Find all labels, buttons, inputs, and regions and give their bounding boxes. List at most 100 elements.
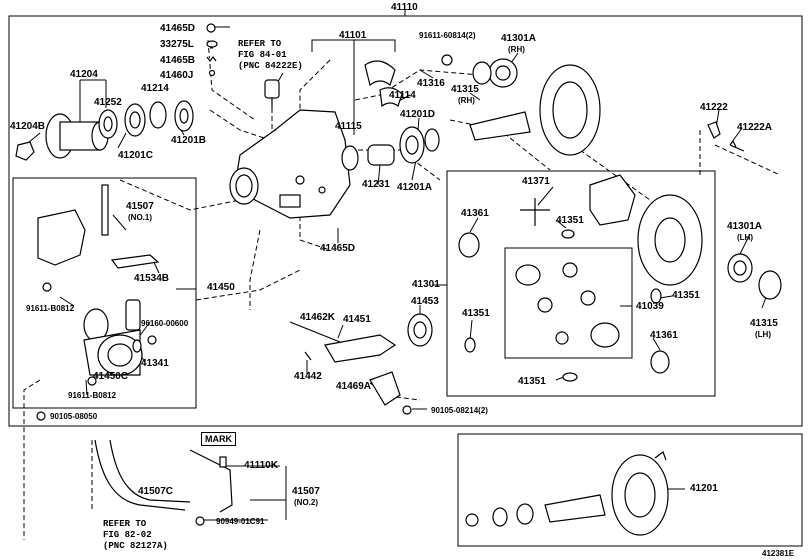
label-41371: 41371 bbox=[522, 176, 550, 187]
label-41451: 41451 bbox=[343, 314, 371, 325]
bearing-41201D-icon bbox=[424, 128, 440, 152]
bolt-90949-icon bbox=[195, 516, 205, 526]
bolt-91611-B0812-b-icon bbox=[87, 376, 97, 386]
sensor-icon bbox=[264, 79, 280, 99]
refer-top-line3: (PNC 84222E) bbox=[238, 61, 303, 71]
diff-case-icon bbox=[589, 174, 703, 286]
label-41315-lh: 41315 bbox=[750, 318, 778, 329]
pinion-shaft-icon bbox=[544, 494, 606, 523]
nut-41201-set-icon bbox=[465, 513, 479, 527]
label-41231: 41231 bbox=[362, 179, 390, 190]
box-41039 bbox=[504, 247, 633, 359]
label-41462K: 41462K bbox=[300, 312, 336, 323]
label-41301A-lh: 41301A bbox=[727, 221, 763, 232]
bearing-41315-lh-icon bbox=[758, 270, 782, 300]
spacer-41231-icon bbox=[367, 144, 395, 166]
label-41110K: 41110K bbox=[244, 460, 278, 471]
spring-41465B-icon bbox=[206, 56, 217, 62]
label-41361-b: 41361 bbox=[650, 330, 678, 341]
box-41301 bbox=[446, 170, 716, 397]
label-41351-d: 41351 bbox=[518, 376, 546, 387]
bolt-91611-B0812-a-icon bbox=[42, 282, 52, 292]
label-41507-no1: 41507 bbox=[126, 201, 154, 212]
label-41214: 41214 bbox=[141, 83, 169, 94]
ring-41115-icon bbox=[341, 145, 359, 171]
label-41534B: 41534B bbox=[134, 273, 170, 284]
bearing-cap-icon bbox=[364, 60, 396, 87]
label-41316: 41316 bbox=[417, 78, 445, 89]
pinion-gear-icon bbox=[562, 262, 578, 278]
label-lh-1: (LH) bbox=[737, 233, 753, 242]
label-41204B: 41204B bbox=[10, 121, 46, 132]
label-no1: (NO.1) bbox=[128, 213, 152, 222]
carrier-housing-icon bbox=[229, 109, 351, 219]
label-41450C: 41450C bbox=[93, 371, 129, 382]
label-41201D: 41201D bbox=[400, 109, 436, 120]
label-91611-B0812-a: 91611-B0812 bbox=[26, 304, 75, 313]
label-41469A: 41469A bbox=[336, 381, 372, 392]
label-41361-a: 41361 bbox=[461, 208, 489, 219]
label-41450: 41450 bbox=[207, 282, 235, 293]
bolt-90105-08050-icon bbox=[36, 411, 46, 421]
label-41507C: 41507C bbox=[138, 486, 174, 497]
ring-gear-icon bbox=[469, 64, 601, 156]
fork-41451-icon bbox=[324, 334, 397, 363]
label-41453: 41453 bbox=[411, 296, 439, 307]
rod-41507-no2-icon bbox=[189, 449, 233, 513]
label-41301A-rh: 41301A bbox=[501, 33, 537, 44]
refer-bottom-line3: (PNC 82127A) bbox=[103, 541, 168, 551]
bolt-41465D-icon bbox=[206, 23, 216, 33]
pin-41442-icon bbox=[304, 351, 312, 361]
label-41442: 41442 bbox=[294, 371, 322, 382]
label-96160-00600: 96160-00600 bbox=[141, 319, 189, 328]
label-41341: 41341 bbox=[141, 358, 169, 369]
washer-41351-c-icon bbox=[464, 337, 476, 353]
pin-41507-icon bbox=[101, 184, 109, 236]
label-90105-08214: 90105-08214(2) bbox=[431, 406, 488, 415]
bolt-91611-icon bbox=[441, 54, 453, 66]
label-41222: 41222 bbox=[700, 102, 728, 113]
refer-top-line1: REFER TO bbox=[238, 39, 282, 49]
washer-41351-b-icon bbox=[650, 288, 662, 304]
label-rh-2: (RH) bbox=[458, 96, 475, 105]
sleeve-41453-icon bbox=[407, 313, 433, 347]
label-91611-60814: 91611-60814(2) bbox=[419, 31, 476, 40]
bracket-41534B-icon bbox=[110, 254, 160, 269]
label-90105-08050: 90105-08050 bbox=[50, 412, 98, 421]
label-41114: 41114 bbox=[389, 90, 416, 101]
label-41252: 41252 bbox=[94, 97, 122, 108]
label-41507-no2: 41507 bbox=[292, 486, 320, 497]
washer-41351-d-icon bbox=[562, 372, 578, 382]
companion-flange-icon bbox=[45, 113, 109, 159]
box-41201 bbox=[457, 433, 803, 547]
refer-top-line2: FIG 84-01 bbox=[238, 50, 287, 60]
label-41201C: 41201C bbox=[118, 150, 154, 161]
nut-41204B-icon bbox=[15, 141, 35, 161]
label-41465D-top: 41465D bbox=[160, 23, 196, 34]
label-no2: (NO.2) bbox=[294, 498, 318, 507]
label-41110: 41110 bbox=[391, 2, 418, 13]
box-41450 bbox=[12, 177, 197, 409]
bracket-41469A-icon bbox=[369, 371, 401, 406]
washer-41361-b-icon bbox=[650, 350, 670, 374]
label-41222A: 41222A bbox=[737, 122, 773, 133]
pin-41462K-icon bbox=[289, 321, 341, 343]
bolt-90105-08214-icon bbox=[402, 405, 412, 415]
label-lh-2: (LH) bbox=[755, 330, 771, 339]
label-41351-a: 41351 bbox=[556, 215, 584, 226]
label-41204: 41204 bbox=[70, 69, 98, 80]
label-41201: 41201 bbox=[690, 483, 718, 494]
label-41201A: 41201A bbox=[397, 182, 433, 193]
spider-41371-icon bbox=[520, 198, 550, 226]
washer-41351-a-icon bbox=[561, 229, 575, 239]
label-41465D-mid: 41465D bbox=[320, 243, 356, 254]
label-41115: 41115 bbox=[335, 121, 362, 132]
o-ring-icon bbox=[132, 339, 142, 353]
spacer-41214-icon bbox=[149, 101, 167, 129]
label-41465B: 41465B bbox=[160, 55, 196, 66]
label-41101: 41101 bbox=[339, 30, 367, 41]
bolt-96160-icon bbox=[147, 335, 157, 345]
label-41351-b: 41351 bbox=[672, 290, 700, 301]
label-41201B: 41201B bbox=[171, 135, 207, 146]
